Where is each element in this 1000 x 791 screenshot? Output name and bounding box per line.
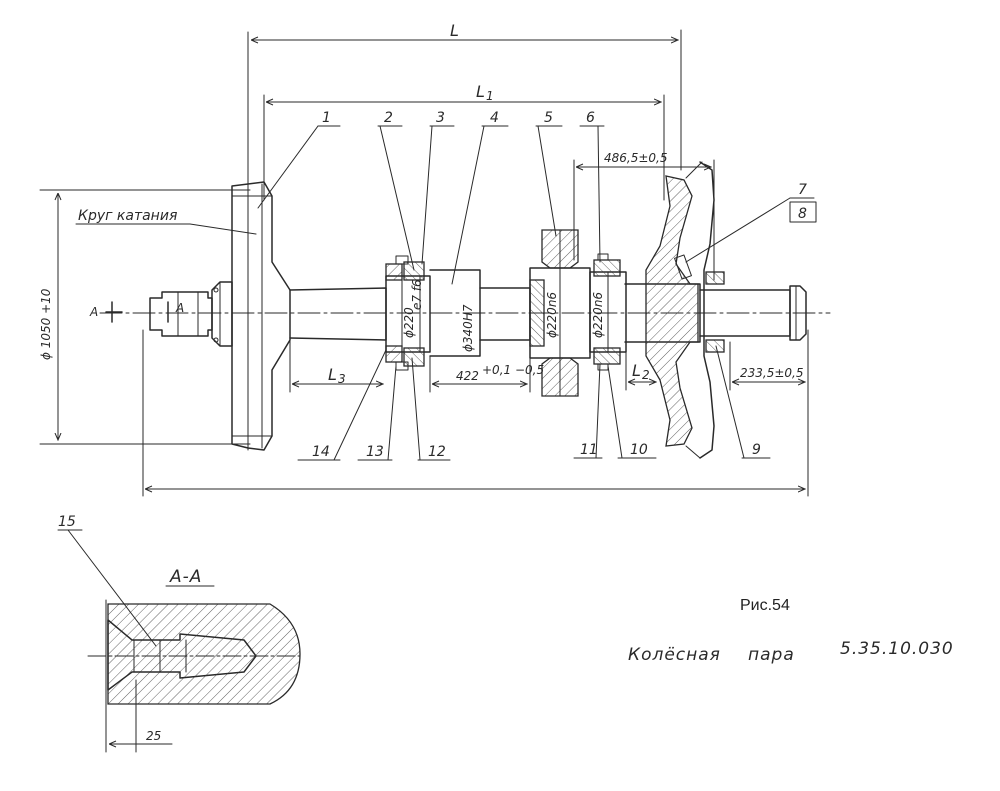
drawing-code: 5.35.10.030 (840, 639, 954, 659)
dim-L2-label: L (632, 361, 641, 380)
callout-8: 8 (798, 206, 807, 222)
callout-3: 3 (436, 110, 445, 126)
callout-1: 1 (322, 110, 331, 126)
left-journal (149, 281, 233, 347)
callout-6: 6 (586, 110, 595, 126)
dim-L1-sub: 1 (486, 89, 494, 103)
dimension-L1: L 1 (263, 82, 665, 201)
callout-11: 11 (580, 442, 598, 458)
callouts-top: 1 2 3 4 5 6 7 8 (257, 110, 817, 285)
callout-10: 10 (630, 442, 648, 458)
dim-233-label: 233,5±0,5 (740, 366, 804, 380)
right-wheel (645, 161, 725, 459)
rolling-circle-note: Круг катания (75, 208, 257, 235)
dim-422-tol: +0,1 −0,5 (482, 363, 544, 377)
left-bearing: ϕ220 e7 f6 ϕ340H7 (385, 255, 475, 371)
seat-220e-label: ϕ220 (402, 307, 416, 338)
section-title: А-А (169, 567, 202, 587)
section-dim-25: 25 (146, 729, 161, 743)
seat-220c-label: ϕ220n6 (591, 292, 605, 338)
dim-422-label: 422 (456, 369, 479, 383)
callout-9: 9 (752, 442, 761, 458)
callout-14: 14 (312, 444, 330, 460)
dim-486-label: 486,5±0,5 (604, 151, 668, 165)
section-mark: А А (89, 301, 184, 323)
callout-12: 12 (428, 444, 446, 460)
dim-L1-label: L (476, 82, 485, 101)
dimension-422: 422 +0,1 −0,5 (429, 355, 544, 393)
dim-diameter-label: ϕ 1050 +10 (39, 288, 53, 360)
callout-7: 7 (798, 182, 807, 198)
callouts-bottom: 14 13 12 11 10 9 (297, 345, 771, 461)
dim-L3-label: L (328, 365, 337, 384)
left-wheel (231, 181, 291, 451)
dimension-486: 486,5±0,5 (573, 151, 715, 281)
dimension-diameter: ϕ 1050 +10 (39, 189, 251, 445)
dimension-233: 233,5±0,5 (729, 341, 805, 391)
dimension-L: L (247, 21, 682, 451)
dimension-bottom (142, 329, 809, 497)
caption-block: Рис.54 Колёсная пара 5.35.10.030 (628, 597, 954, 665)
dimension-L3: L 3 (289, 339, 383, 393)
right-bearing: ϕ220n6 (589, 253, 627, 371)
dim-L-label: L (450, 21, 459, 40)
rolling-circle-label: Круг катания (78, 208, 177, 224)
figure-number: Рис.54 (740, 597, 790, 614)
callout-2: 2 (384, 110, 393, 126)
bore-340-label: ϕ340H7 (461, 304, 475, 352)
callout-4: 4 (490, 110, 499, 126)
dim-L3-sub: 3 (338, 372, 346, 386)
drawing-name-2: пара (748, 645, 795, 665)
seat-220e-tol: e7 f6 (410, 279, 424, 310)
seat-220b-label: ϕ220n6 (545, 292, 559, 338)
gear-wheel: ϕ220n6 (529, 229, 591, 397)
callout-15: 15 (58, 514, 76, 530)
section-a-a: А-А 25 15 (57, 514, 301, 753)
callout-13: 13 (366, 444, 384, 460)
section-mark-right: А (175, 301, 184, 315)
dimension-L2: L 2 (625, 351, 656, 391)
dim-L2-sub: 2 (642, 368, 650, 382)
callout-5: 5 (544, 110, 553, 126)
drawing-name-1: Колёсная (628, 645, 721, 665)
section-mark-left: А (89, 305, 98, 319)
